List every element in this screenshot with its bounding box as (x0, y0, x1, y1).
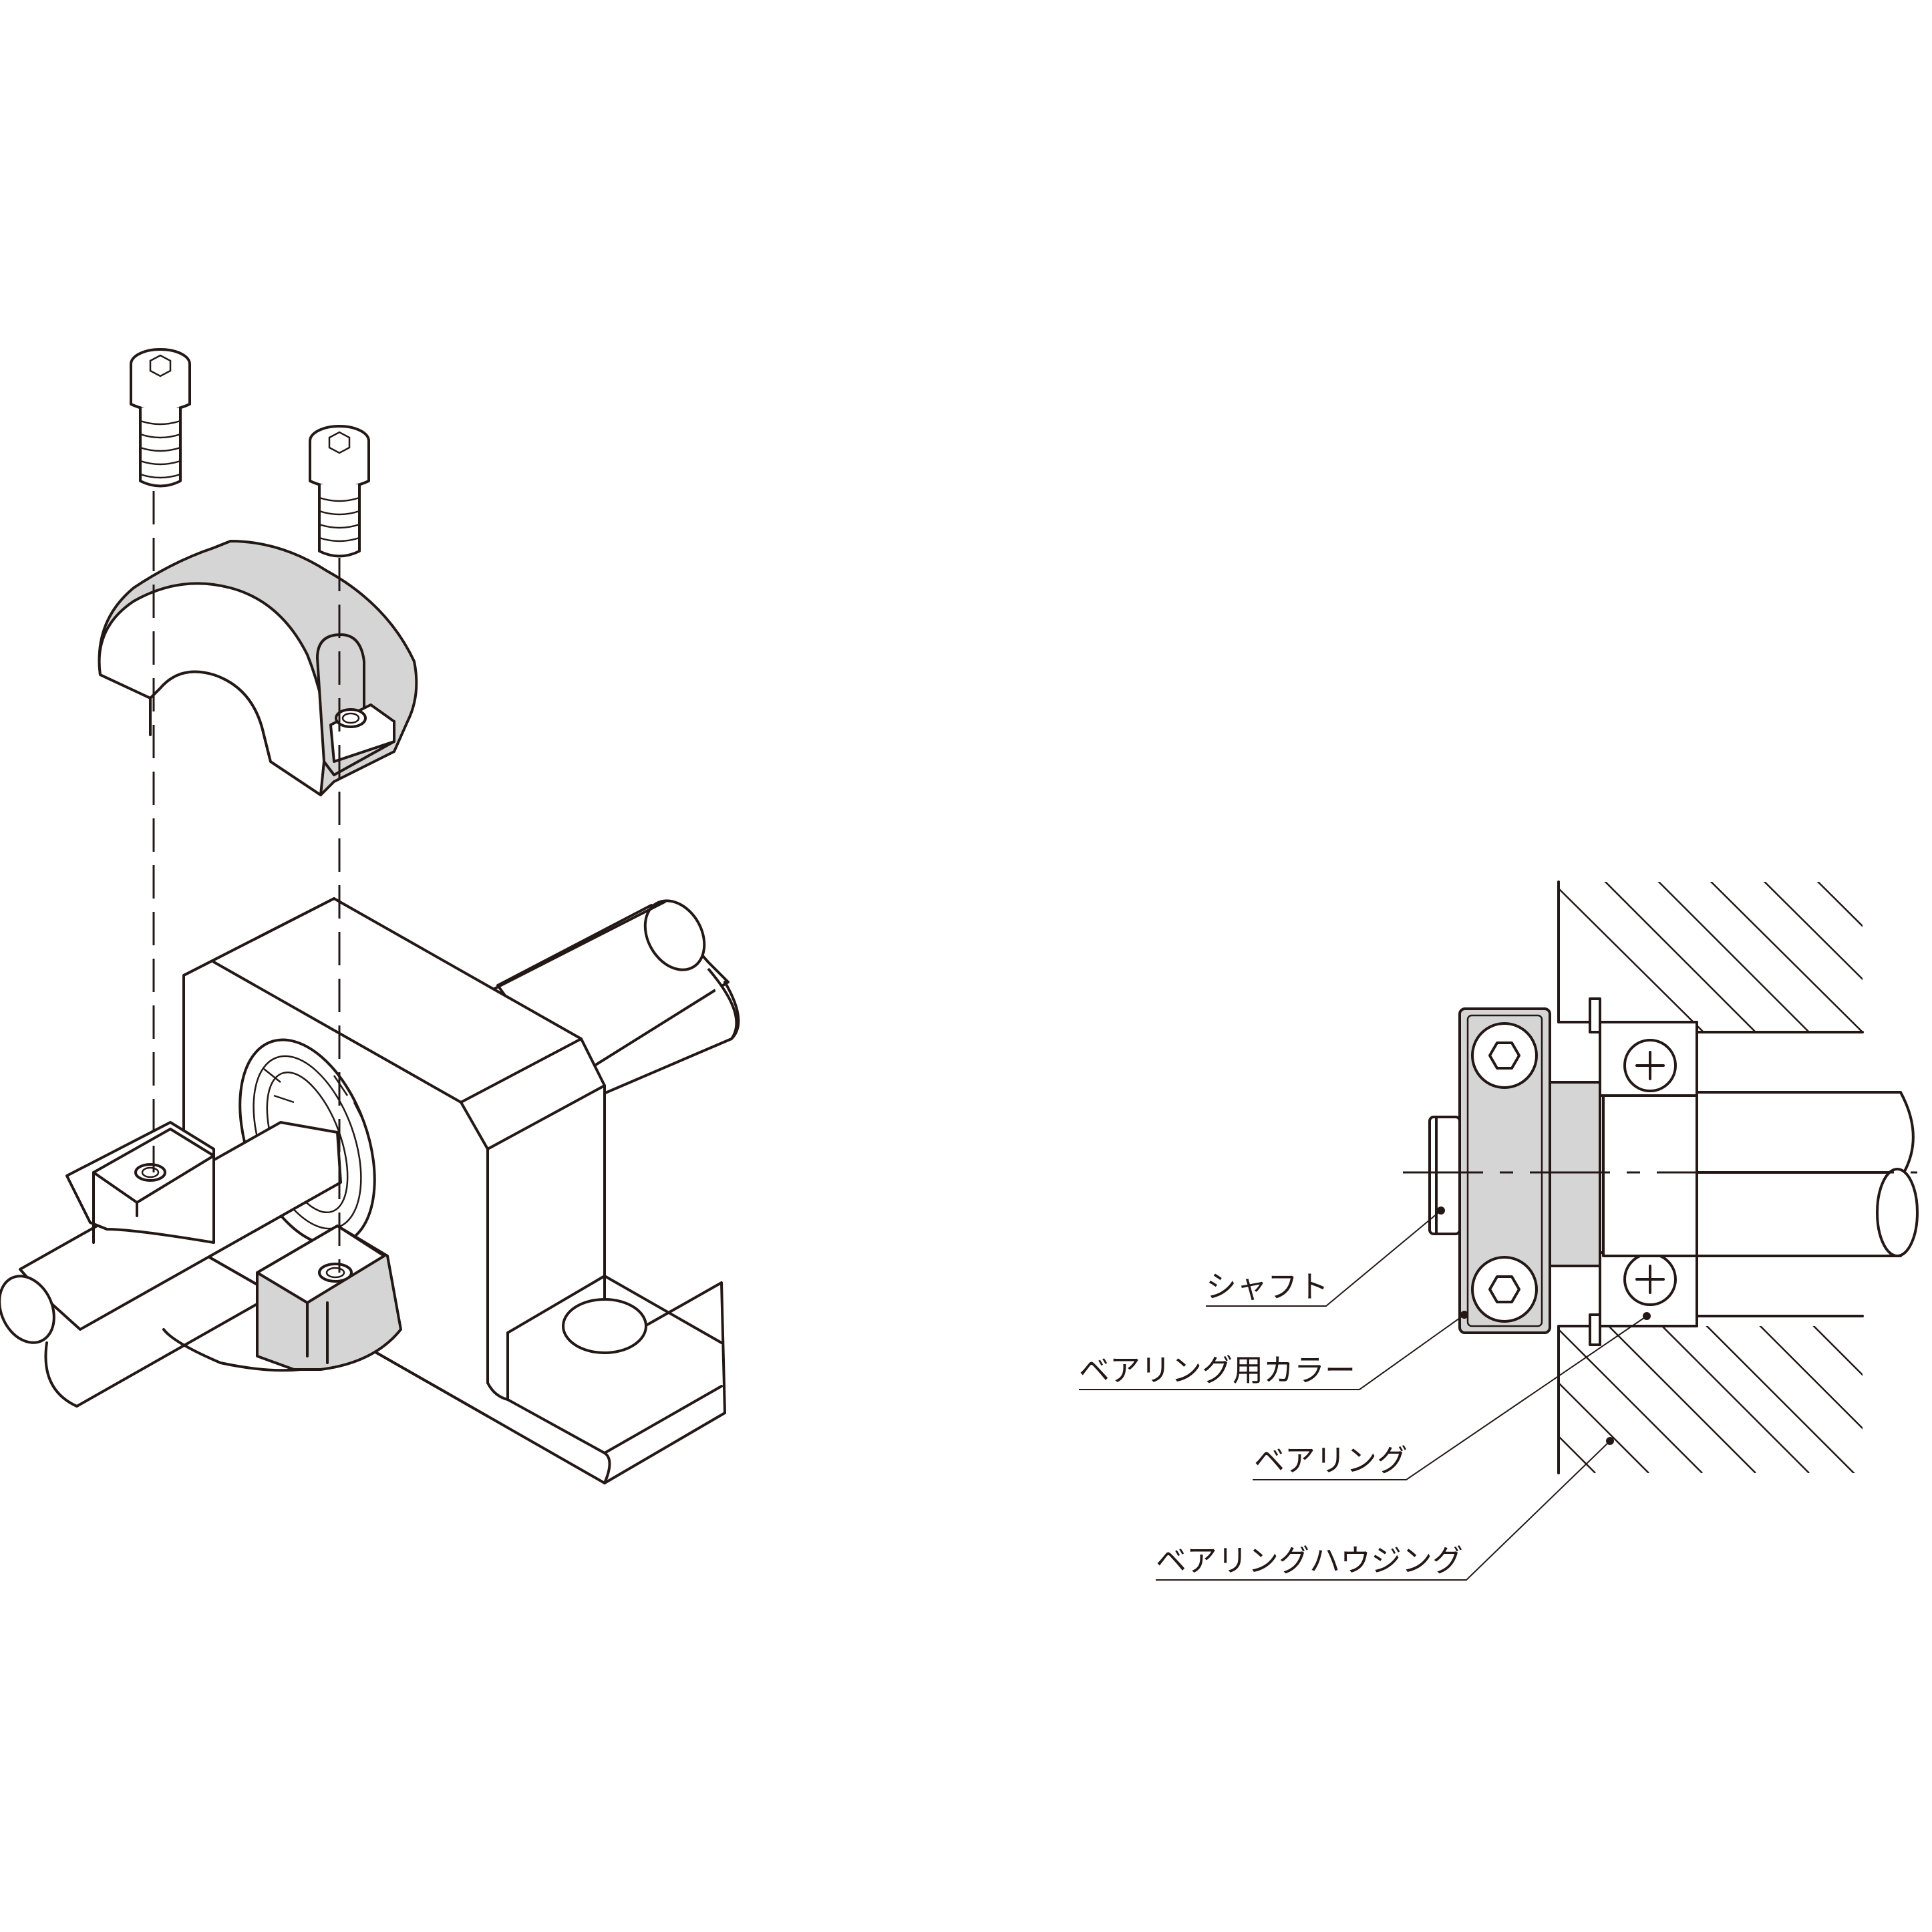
section-view: シャフト ベアリング用カラー ベアリング ベアリングハウジング (1079, 880, 1919, 1581)
socket-head-cap-screw-icon (1471, 1022, 1538, 1089)
mounting-hole (562, 1298, 647, 1354)
bearing-collar-section (1428, 1007, 1601, 1334)
leader-lines (1079, 1206, 1651, 1581)
label-bearing-housing: ベアリングハウジング (1156, 1543, 1463, 1579)
label-bearing: ベアリング (1254, 1442, 1408, 1478)
label-shaft: シャフト (1206, 1269, 1329, 1305)
screw-right (309, 425, 370, 558)
isometric-assembly-view (0, 348, 740, 1484)
socket-head-cap-screw-icon (1471, 1256, 1538, 1323)
screw-left (130, 348, 191, 488)
bearing-housing-block (182, 897, 726, 1484)
shaft-section (1602, 1091, 1919, 1257)
label-bearing-collar: ベアリング用カラー (1079, 1352, 1355, 1388)
collar-upper-half (98, 540, 418, 796)
